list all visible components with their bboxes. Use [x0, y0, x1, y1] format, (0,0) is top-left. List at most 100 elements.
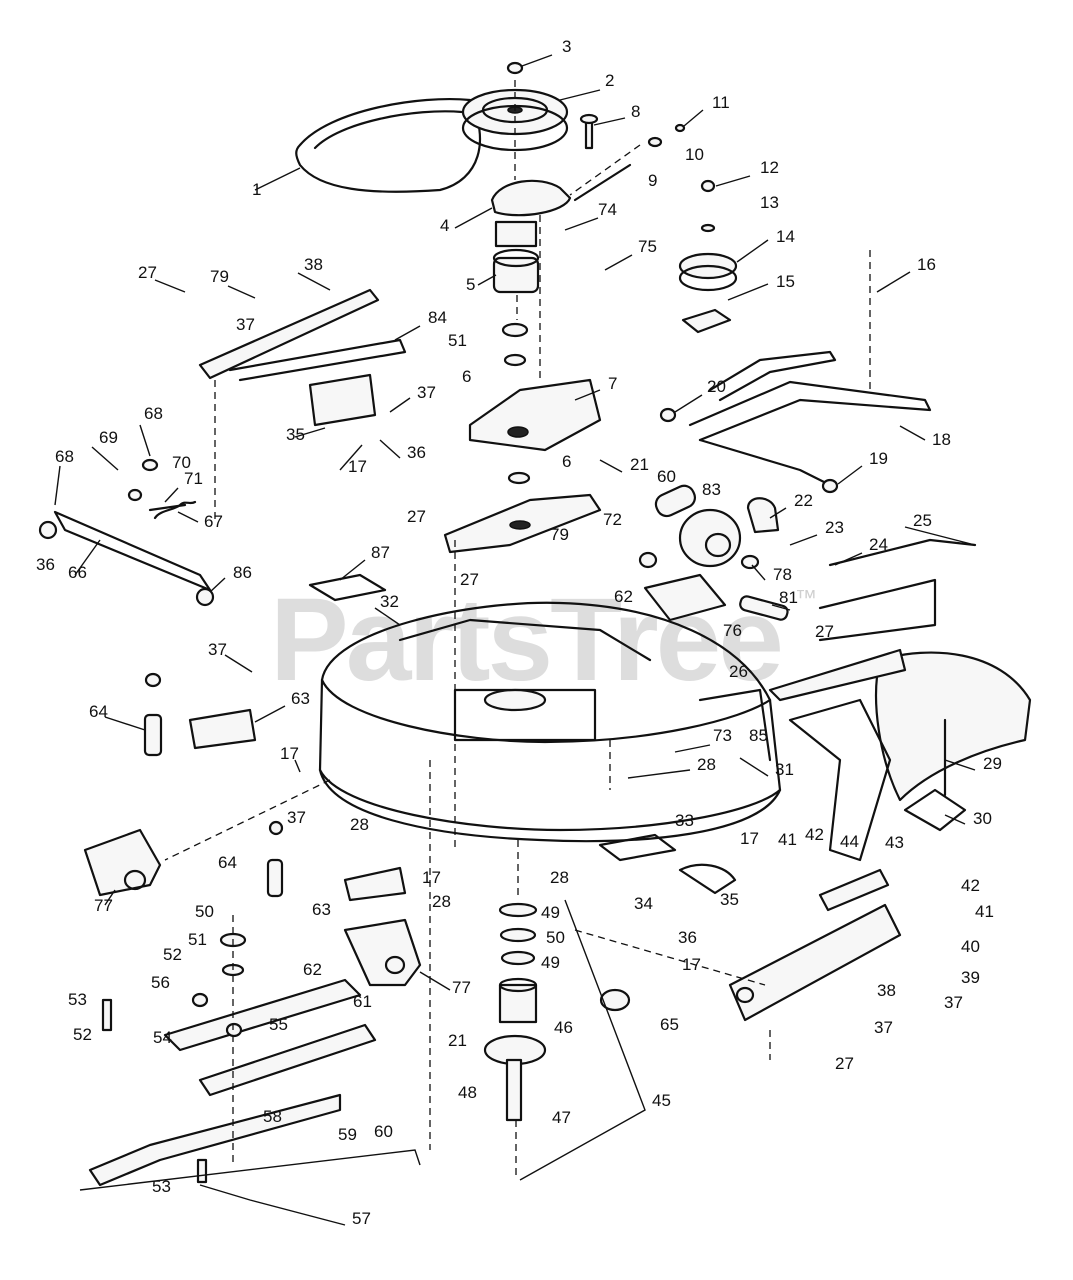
callout-18: 18 — [932, 430, 951, 449]
callout-51: 51 — [448, 331, 467, 350]
callout-26: 26 — [729, 662, 748, 681]
callout-64: 64 — [218, 853, 237, 872]
callout-36: 36 — [36, 555, 55, 574]
callout-4: 4 — [440, 216, 449, 235]
callout-66: 66 — [68, 563, 87, 582]
callout-60: 60 — [374, 1122, 393, 1141]
callout-76: 76 — [723, 621, 742, 640]
callout-50: 50 — [195, 902, 214, 921]
callout-27: 27 — [460, 570, 479, 589]
blade-spindle-assembly — [483, 902, 631, 1122]
callout-45: 45 — [652, 1091, 671, 1110]
callout-20: 20 — [707, 377, 726, 396]
watermark-trademark: ™ — [795, 585, 817, 610]
callout-77: 77 — [452, 978, 471, 997]
callout-6: 6 — [462, 367, 471, 386]
callout-28: 28 — [550, 868, 569, 887]
callout-52: 52 — [163, 945, 182, 964]
callout-73: 73 — [713, 726, 732, 745]
callout-28: 28 — [697, 755, 716, 774]
callout-47: 47 — [552, 1108, 571, 1127]
callout-5: 5 — [466, 275, 475, 294]
callout-83: 83 — [702, 480, 721, 499]
callout-87: 87 — [371, 543, 390, 562]
callout-60: 60 — [657, 467, 676, 486]
callout-86: 86 — [233, 563, 252, 582]
rear-hanger-right — [678, 863, 902, 1022]
callout-46: 46 — [554, 1018, 573, 1037]
callout-17: 17 — [280, 744, 299, 763]
callout-49: 49 — [541, 903, 560, 922]
leader-lines — [54, 54, 976, 991]
callout-8: 8 — [631, 102, 640, 121]
callout-37: 37 — [417, 383, 436, 402]
callout-84: 84 — [428, 308, 447, 327]
callout-31: 31 — [775, 760, 794, 779]
callout-37: 37 — [944, 993, 963, 1012]
callout-55: 55 — [269, 1015, 288, 1034]
callout-11: 11 — [712, 93, 730, 112]
callout-17: 17 — [740, 829, 759, 848]
callout-78: 78 — [773, 565, 792, 584]
callout-32: 32 — [380, 592, 399, 611]
assembly-centerlines — [164, 80, 771, 1175]
callout-3: 3 — [562, 37, 571, 56]
callout-75: 75 — [638, 237, 657, 256]
callout-37: 37 — [874, 1018, 893, 1037]
shoulder-bolt — [584, 118, 594, 150]
callout-36: 36 — [678, 928, 697, 947]
callout-25: 25 — [913, 511, 932, 530]
callout-69: 69 — [99, 428, 118, 447]
pivot-pin — [573, 163, 632, 202]
callout-24: 24 — [869, 535, 888, 554]
callout-52: 52 — [73, 1025, 92, 1044]
mower-deck-housing — [318, 601, 782, 843]
callout-6: 6 — [562, 452, 571, 471]
callout-59: 59 — [338, 1125, 357, 1144]
callout-50: 50 — [546, 928, 565, 947]
rear-hanger-bracket — [198, 288, 407, 520]
callout-62: 62 — [614, 587, 633, 606]
callout-81: 81 — [779, 588, 798, 607]
callout-54: 54 — [153, 1028, 172, 1047]
callout-37: 37 — [287, 808, 306, 827]
idler-arm-assembly — [490, 179, 572, 485]
callout-1: 1 — [252, 180, 261, 199]
callout-17: 17 — [422, 868, 441, 887]
callout-10: 10 — [685, 145, 704, 164]
chute-hinge-bracket — [768, 648, 907, 702]
callout-40: 40 — [961, 937, 980, 956]
group-brackets — [79, 899, 646, 1226]
callout-27: 27 — [407, 507, 426, 526]
callout-37: 37 — [208, 640, 227, 659]
decal-label — [598, 833, 677, 862]
pulley-nut — [506, 61, 524, 75]
callout-41: 41 — [975, 902, 994, 921]
callout-53: 53 — [68, 990, 87, 1009]
callout-39: 39 — [961, 968, 980, 987]
callout-27: 27 — [138, 263, 157, 282]
callout-27: 27 — [815, 622, 834, 641]
callout-61: 61 — [353, 992, 372, 1011]
drive-belt — [295, 97, 482, 193]
callout-13: 13 — [760, 193, 779, 212]
callout-12: 12 — [760, 158, 779, 177]
callout-14: 14 — [776, 227, 795, 246]
callout-53: 53 — [152, 1177, 171, 1196]
idler-pulley — [678, 179, 738, 334]
callout-34: 34 — [634, 894, 653, 913]
callout-22: 22 — [794, 491, 813, 510]
callout-15: 15 — [776, 272, 795, 291]
callout-41: 41 — [778, 830, 797, 849]
callout-35: 35 — [286, 425, 305, 444]
discharge-chute — [875, 651, 1032, 832]
callout-17: 17 — [348, 457, 367, 476]
callout-42: 42 — [961, 876, 980, 895]
callout-63: 63 — [291, 689, 310, 708]
callout-36: 36 — [407, 443, 426, 462]
callout-38: 38 — [877, 981, 896, 1000]
callout-27: 27 — [835, 1054, 854, 1073]
callout-79: 79 — [550, 525, 569, 544]
callout-63: 63 — [312, 900, 331, 919]
